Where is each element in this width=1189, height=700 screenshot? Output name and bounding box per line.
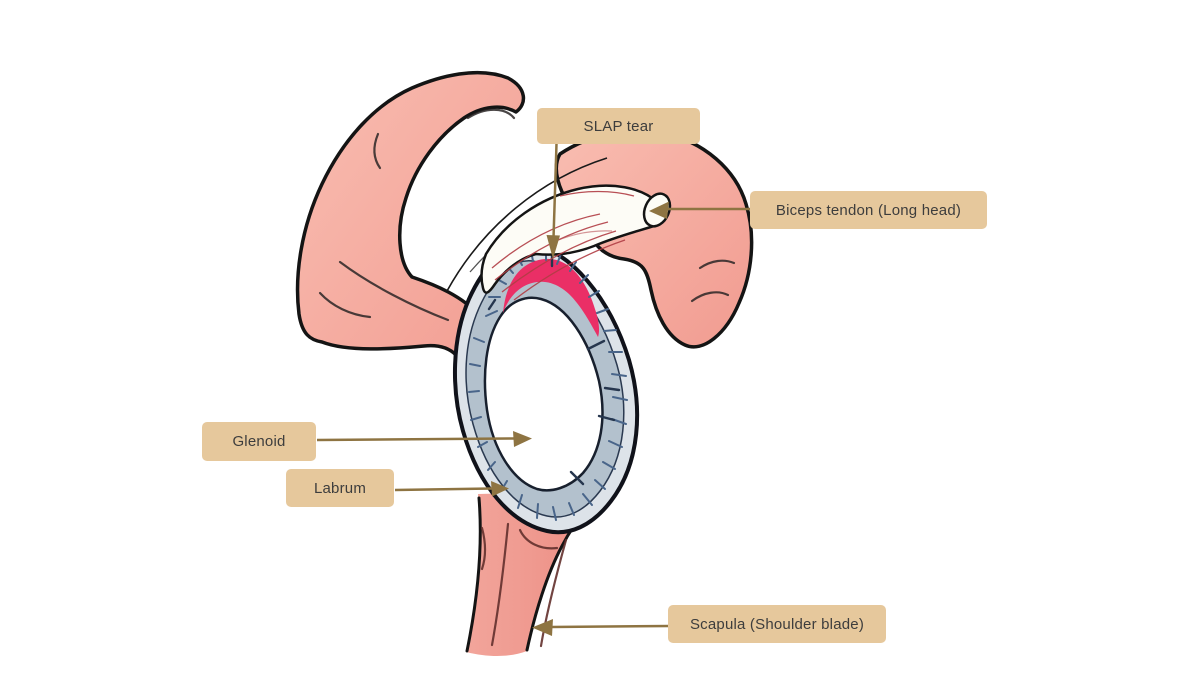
label-scapula: Scapula (Shoulder blade) bbox=[668, 605, 886, 643]
slap-tear-shape bbox=[503, 258, 600, 337]
labrum-ring-shape bbox=[452, 241, 640, 535]
acromion-crease-lines bbox=[690, 259, 736, 303]
biceps-tendon-arrow bbox=[649, 201, 750, 219]
label-slap-tear: SLAP tear bbox=[537, 108, 700, 144]
label-labrum: Labrum bbox=[286, 469, 394, 507]
glenoid-arrow bbox=[316, 431, 532, 447]
labrum-hatch-marks-bold bbox=[487, 254, 621, 486]
coracoid-crease-lines bbox=[318, 108, 516, 322]
slap-tear-arrow bbox=[546, 143, 560, 259]
labrum-arrow bbox=[394, 481, 509, 497]
label-glenoid: Glenoid bbox=[202, 422, 316, 461]
scapula-crease-lines bbox=[480, 522, 568, 648]
label-biceps-tendon: Biceps tendon (Long head) bbox=[750, 191, 987, 229]
scapula-arrow bbox=[532, 619, 671, 636]
leader-arrows bbox=[316, 143, 750, 636]
